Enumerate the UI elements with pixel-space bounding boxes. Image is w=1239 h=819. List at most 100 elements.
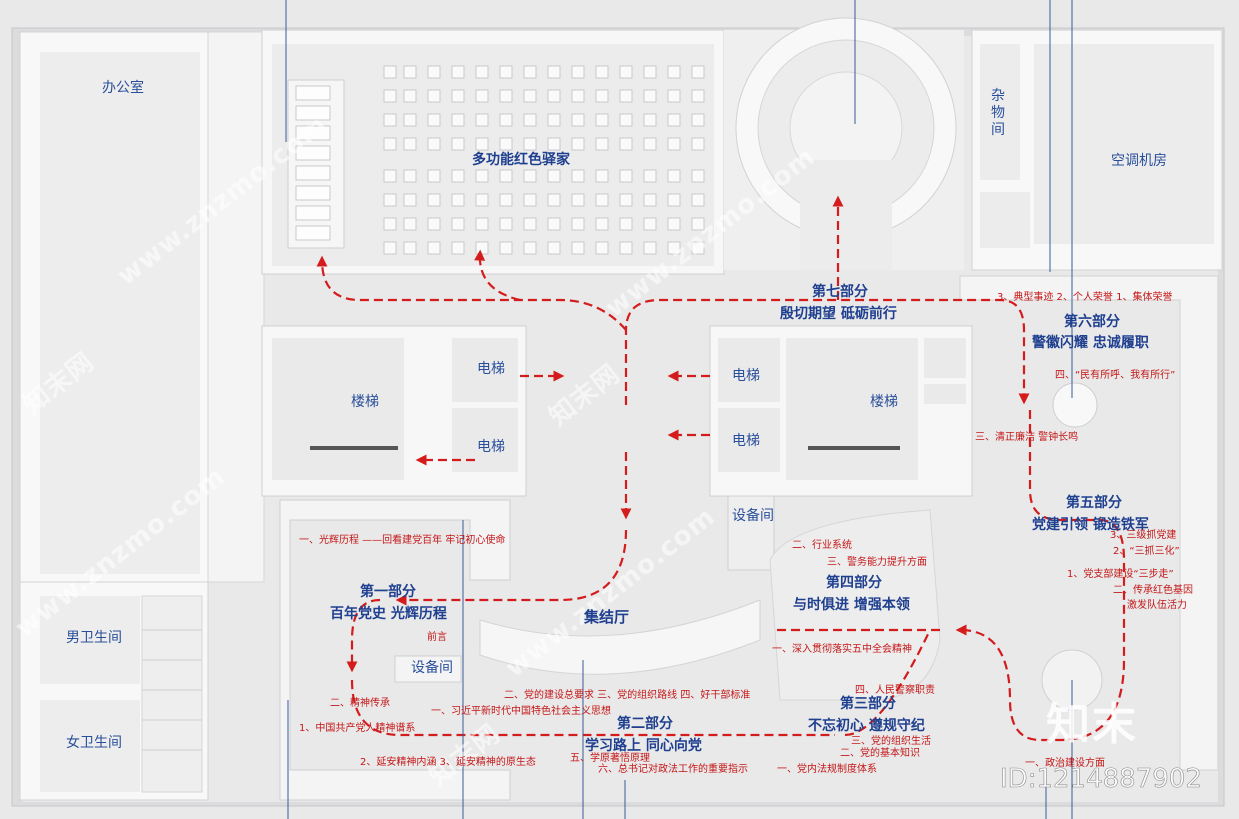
desk (295, 125, 331, 141)
seat (523, 89, 537, 103)
seat (667, 65, 681, 79)
seat (547, 169, 561, 183)
seat (475, 193, 489, 207)
seat (383, 217, 397, 231)
desk (295, 85, 331, 101)
seat (571, 217, 585, 231)
seat (403, 137, 417, 151)
desk (295, 185, 331, 201)
s3-title: 不忘初心 遵规守纪 (808, 718, 925, 734)
seat (523, 65, 537, 79)
note-2-spec: 1、中国共产党人精神谱系 (299, 723, 416, 734)
seat (691, 137, 705, 151)
room-elevator-1: 电梯 (477, 361, 505, 377)
office-room (19, 31, 265, 583)
room-assembly-hall: 集结厅 (584, 608, 630, 626)
seat (595, 241, 609, 255)
desk (295, 205, 331, 221)
room-stairs-2: 楼梯 (870, 394, 898, 410)
seat (403, 65, 417, 79)
desk (295, 145, 331, 161)
seat (667, 89, 681, 103)
seat (667, 241, 681, 255)
left-core (261, 325, 527, 497)
s4-title: 与时俱进 增强本领 (793, 597, 910, 613)
right-core (709, 325, 973, 571)
note-2-yanan: 2、延安精神内涵 3、延安精神的原生态 (360, 757, 536, 768)
seat (403, 89, 417, 103)
note-5-3: 3、三级抓党建 (1110, 530, 1177, 541)
seat (475, 113, 489, 127)
note-2-five: 五、学原著悟原理 (570, 753, 650, 764)
seat (691, 241, 705, 255)
room-ac: 空调机房 (1111, 153, 1167, 169)
seat (691, 89, 705, 103)
seat (571, 169, 585, 183)
s6-title: 警徽闪耀 忠诚履职 (1032, 335, 1149, 351)
restrooms (19, 581, 209, 801)
note-3-deep: 一、深入贯彻落实五中全会精神 (772, 644, 912, 655)
seat (595, 65, 609, 79)
s1-title: 百年党史 光辉历程 (330, 606, 447, 622)
note-5-2: 2、“三抓三化” (1113, 546, 1180, 557)
room-office: 办公室 (102, 80, 144, 96)
seat (403, 169, 417, 183)
seat (475, 65, 489, 79)
seat (451, 137, 465, 151)
seat (383, 241, 397, 255)
seat (643, 113, 657, 127)
s6-num: 第六部分 (1064, 314, 1120, 330)
s5-num: 第五部分 (1066, 495, 1122, 511)
seat (451, 217, 465, 231)
note-1-one: 一、光辉历程 ——回看建党百年 牢记初心使命 (299, 535, 506, 546)
seat (499, 217, 513, 231)
note-3-law: 一、党内法规制度体系 (777, 764, 877, 775)
seat (571, 65, 585, 79)
room-equipment-1: 设备间 (732, 508, 774, 524)
rotunda (724, 17, 964, 270)
seat (499, 89, 513, 103)
seat (383, 89, 397, 103)
seat (427, 241, 441, 255)
seat (499, 169, 513, 183)
storage-ac-rooms (971, 29, 1223, 271)
seat (643, 217, 657, 231)
seat (643, 169, 657, 183)
note-3-basic: 二、党的基本知识 (840, 748, 920, 759)
s4-num: 第四部分 (826, 575, 882, 591)
room-womens-wc: 女卫生间 (66, 735, 122, 751)
seat (451, 89, 465, 103)
seat (643, 137, 657, 151)
note-5-1: 1、党支部建设“三步走” (1067, 569, 1174, 580)
seat (667, 193, 681, 207)
seat (667, 137, 681, 151)
seat (595, 193, 609, 207)
seat (667, 217, 681, 231)
seat (499, 137, 513, 151)
seat (595, 113, 609, 127)
seat (451, 113, 465, 127)
note-2-row: 二、党的建设总要求 三、党的组织路线 四、好干部标准 (504, 690, 751, 701)
seat (499, 193, 513, 207)
seat (619, 169, 633, 183)
note-2-spirit: 二、精神传承 (330, 698, 390, 709)
seat (595, 137, 609, 151)
seat (691, 169, 705, 183)
watermark-logo: 知末 (1046, 699, 1138, 750)
seat (595, 169, 609, 183)
exhibition-south (279, 499, 941, 801)
seat (619, 217, 633, 231)
s3-num: 第三部分 (840, 696, 896, 712)
seat (499, 113, 513, 127)
seat (523, 137, 537, 151)
note-5-two: 二、传承红色基因 (1113, 585, 1193, 596)
seat (547, 89, 561, 103)
seat (571, 137, 585, 151)
seat (547, 113, 561, 127)
note-3-four: 四、人民警察职责 (855, 685, 935, 696)
seat (383, 113, 397, 127)
watermark-id: ID:1214887902 (1000, 764, 1202, 795)
seat (547, 241, 561, 255)
desk (295, 165, 331, 181)
